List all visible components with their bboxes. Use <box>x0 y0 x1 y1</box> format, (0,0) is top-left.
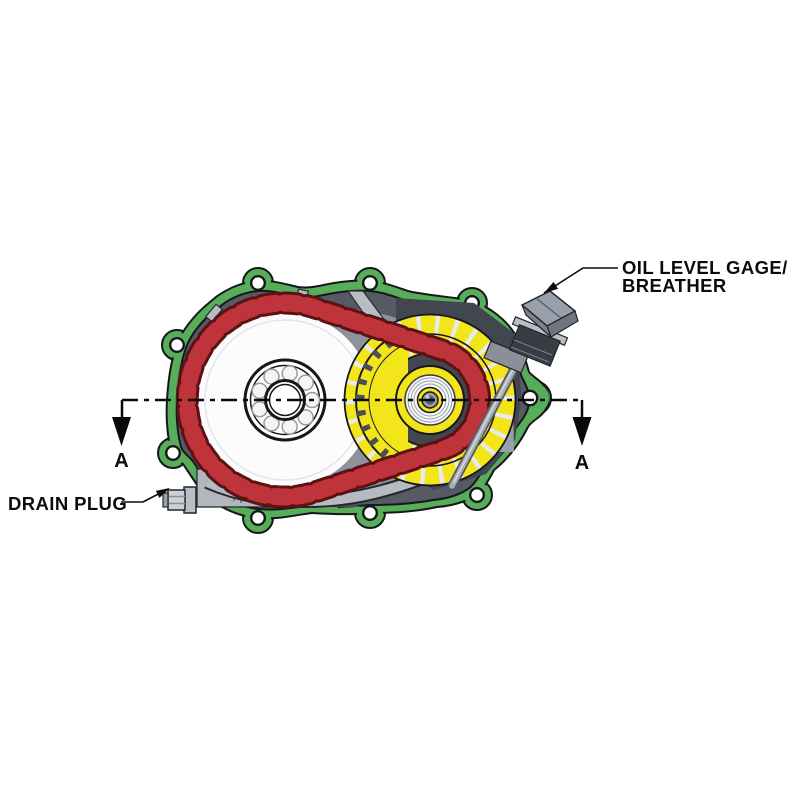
drain-plug-label: DRAIN PLUG <box>8 493 127 514</box>
section-arrow-right-icon <box>572 417 592 446</box>
drain-plug-arrowhead-icon <box>155 488 170 498</box>
drain-plug <box>162 486 197 514</box>
chain-links <box>178 294 489 506</box>
bearing-balls <box>251 365 321 435</box>
dipstick-rod <box>447 347 528 491</box>
oil-gage-leader <box>543 267 618 294</box>
oil-gage-arrowhead-icon <box>544 281 559 293</box>
drive-chain <box>175 291 492 509</box>
section-letter-left: A <box>114 450 128 472</box>
cap-front-face <box>521 304 552 338</box>
oil-gage-label-line1: OIL LEVEL GAGE/ <box>622 257 788 278</box>
drain-plug-leader <box>121 488 170 503</box>
section-arrow-left-icon <box>112 417 131 446</box>
section-line <box>120 398 584 417</box>
oil-gage-label-line2: BREATHER <box>622 275 727 296</box>
section-letter-right: A <box>575 452 589 474</box>
breather-cap <box>483 290 579 374</box>
